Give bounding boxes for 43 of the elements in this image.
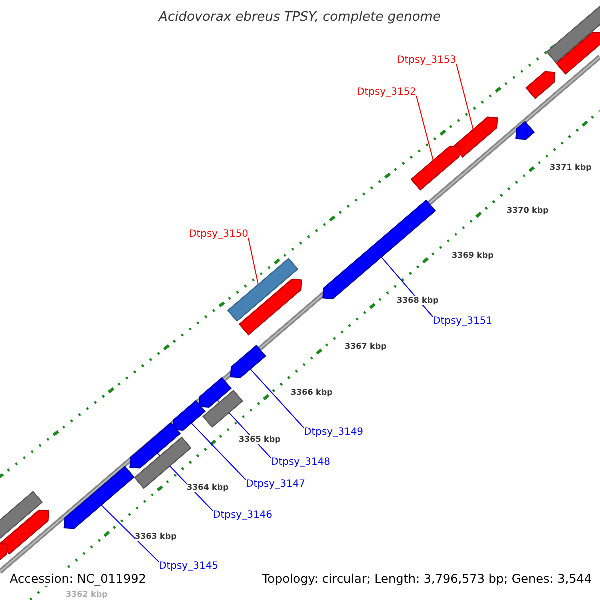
gene-label: Dtpsy_3150	[189, 229, 249, 240]
gene-bar	[556, 32, 600, 75]
leader-line	[101, 504, 160, 562]
gene-bar	[526, 71, 556, 100]
scale-label: 3370 kbp	[507, 206, 549, 215]
scale-label: 3363 kbp	[135, 532, 177, 541]
gene-bar	[238, 279, 302, 336]
gene-label: Dtpsy_3147	[246, 479, 306, 490]
gene-bar	[230, 344, 266, 378]
gene-label: Dtpsy_3152	[357, 87, 417, 98]
gene-label: Dtpsy_3149	[304, 427, 364, 438]
gene-bar	[64, 466, 135, 530]
scale-label: 3368 kbp	[397, 296, 439, 305]
gene-label: Dtpsy_3153	[397, 55, 457, 66]
scale-label: 3366 kbp	[291, 388, 333, 397]
leader-line	[416, 96, 434, 162]
gene-bar	[0, 510, 50, 555]
gene-label: Dtpsy_3148	[271, 457, 331, 468]
footer-text: Accession: NC_011992	[10, 572, 146, 586]
gene-bar	[516, 121, 536, 140]
scale-label: 3364 kbp	[187, 483, 229, 492]
gene-bar	[0, 491, 44, 539]
gene-bar	[198, 377, 232, 408]
gene-bar	[227, 258, 299, 322]
gene-label: Dtpsy_3151	[433, 316, 493, 327]
gene-bar	[130, 422, 182, 469]
gene-label: Dtpsy_3145	[159, 561, 219, 572]
gene-label: Dtpsy_3146	[213, 510, 273, 521]
leader-line	[456, 64, 474, 130]
scale-label: 3369 kbp	[452, 251, 494, 260]
leader-line	[250, 368, 304, 428]
leader-line	[248, 238, 259, 286]
leader-line	[191, 422, 246, 480]
footer-text: Topology: circular; Length: 3,796,573 bp; Genes: 3,544	[262, 572, 592, 586]
gene-bar	[453, 116, 498, 158]
scale-label: 3362 kbp	[66, 590, 108, 599]
scale-label: 3365 kbp	[239, 435, 281, 444]
gene-bar	[172, 400, 206, 431]
gene-bar	[202, 390, 244, 428]
scale-label: 3371 kbp	[550, 163, 592, 172]
scale-label: 3367 kbp	[345, 342, 387, 351]
title: Acidovorax ebreus TPSY, complete genome	[158, 10, 442, 25]
gene-bar	[410, 146, 461, 191]
